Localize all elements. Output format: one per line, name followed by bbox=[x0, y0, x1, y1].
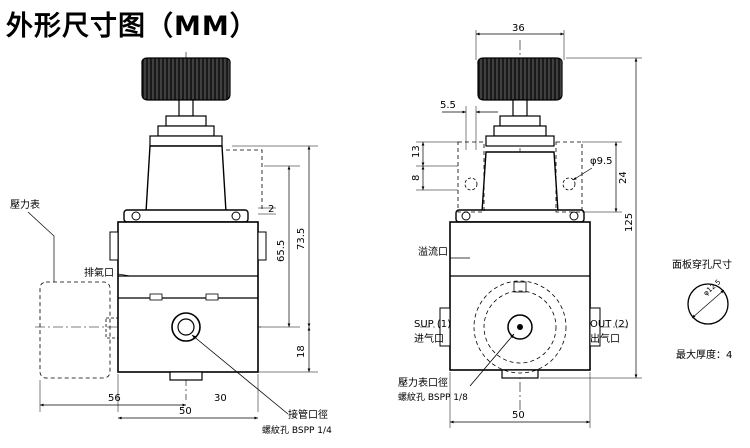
gauge-port-label: 壓力表口徑 bbox=[398, 376, 448, 389]
panel-title: 面板穿孔尺寸 bbox=[672, 258, 732, 271]
panel-max-thickness: 最大厚度：4 bbox=[676, 348, 732, 361]
side-view: 溢流口 SUP (1) 进气口 OUT (2) 出气口 壓力表口徑 螺紋孔 BS… bbox=[398, 23, 642, 428]
thread-label-side: 螺紋孔 BSPP 1/8 bbox=[398, 391, 468, 403]
piping-port-label: 接管口徑 bbox=[288, 408, 328, 421]
front-view: 壓力表 排氣口 接管口徑 螺紋孔 BSPP 1/4 2 65.5 73.5 18… bbox=[10, 52, 332, 436]
dim-50-front: 50 bbox=[179, 406, 192, 417]
outlet-label: 出气口 bbox=[590, 332, 620, 345]
dim-36: 36 bbox=[512, 23, 525, 34]
exhaust-label: 排氣口 bbox=[84, 266, 114, 279]
inlet-label: 进气口 bbox=[414, 332, 444, 345]
dim-125: 125 bbox=[624, 213, 635, 232]
dim-73-5: 73.5 bbox=[296, 228, 307, 250]
dim-50-side: 50 bbox=[512, 410, 525, 421]
thread-label-front: 螺紋孔 BSPP 1/4 bbox=[262, 424, 332, 436]
pressure-gauge-phantom bbox=[39, 281, 119, 379]
out-label: OUT (2) bbox=[590, 319, 629, 330]
dim-phi-9-5: φ9.5 bbox=[590, 156, 613, 167]
panel-cutout: 面板穿孔尺寸 φ12.5 最大厚度：4 bbox=[672, 258, 732, 361]
valve-body bbox=[109, 221, 267, 381]
adjusting-knob-side bbox=[477, 57, 563, 147]
dim-5-5: 5.5 bbox=[440, 100, 456, 111]
page-title: 外形尺寸图（MM） bbox=[6, 11, 258, 42]
dim-18: 18 bbox=[296, 345, 307, 358]
dim-2: 2 bbox=[268, 204, 274, 215]
dim-13: 13 bbox=[411, 145, 422, 158]
adjusting-knob bbox=[141, 57, 231, 147]
dim-65-5: 65.5 bbox=[276, 240, 287, 262]
gauge-label: 壓力表 bbox=[10, 198, 40, 211]
dim-8: 8 bbox=[411, 175, 422, 181]
dim-24: 24 bbox=[618, 171, 629, 184]
bonnet bbox=[123, 145, 249, 223]
relief-label: 溢流口 bbox=[418, 245, 448, 258]
dim-56: 56 bbox=[108, 393, 121, 404]
dim-30: 30 bbox=[214, 393, 227, 404]
sup-label: SUP (1) bbox=[414, 319, 451, 330]
